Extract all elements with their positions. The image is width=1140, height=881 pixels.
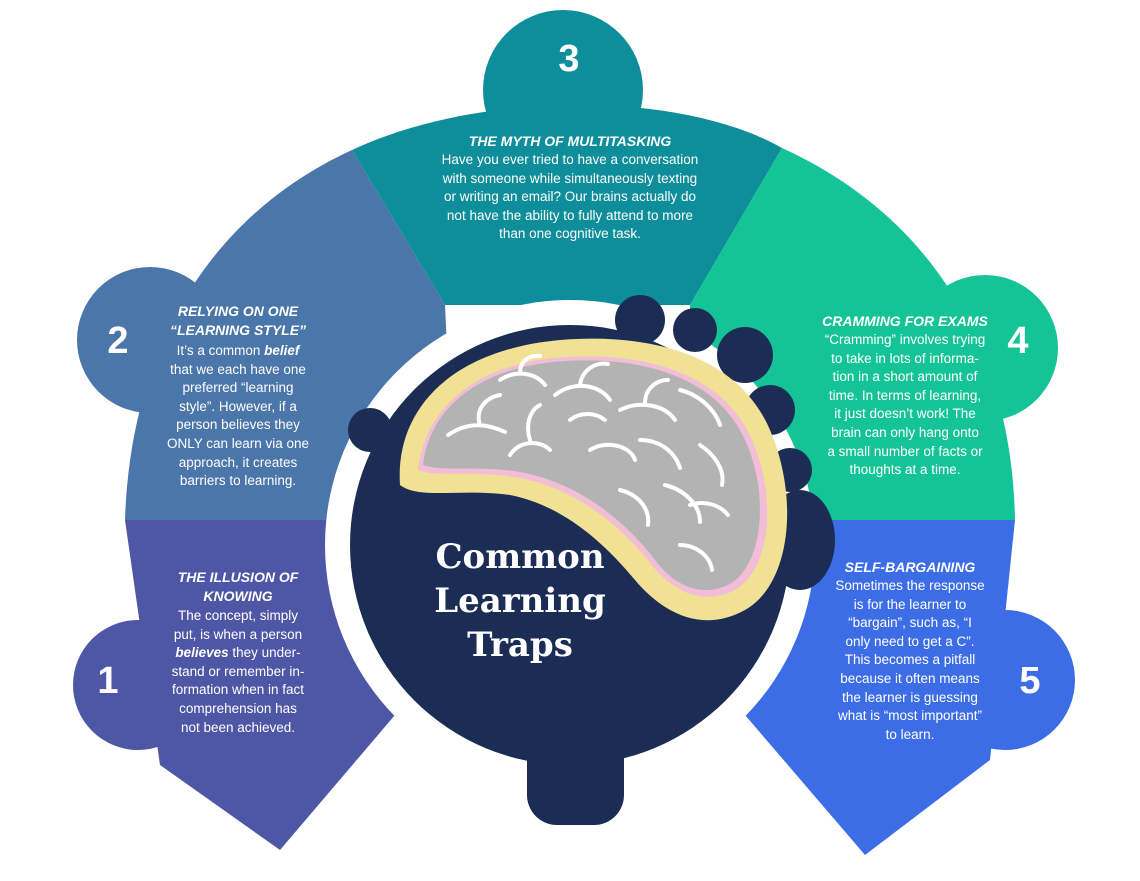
segment-1-title-line: KNOWING (203, 588, 273, 604)
segment-2-title-line: “LEARNING STYLE” (169, 322, 307, 338)
segment-4-number: 4 (1007, 320, 1029, 362)
segment-3-shape (352, 10, 782, 305)
segment-1-title: THE ILLUSION OF KNOWING (148, 568, 328, 606)
title-line: Learning (434, 581, 606, 621)
brain (399, 338, 788, 621)
segment-2-title-line: RELYING ON ONE (177, 303, 299, 319)
segment-3-body: Have you ever tried to have a conversati… (441, 152, 699, 242)
center-title: Common Learning Traps (410, 535, 630, 667)
title-line: Common (435, 537, 605, 577)
segment-4-title-line: CRAMMING FOR EXAMS (822, 313, 988, 329)
title-line: Traps (467, 625, 573, 665)
segment-3-title-line: THE MYTH OF MULTITASKING (468, 133, 672, 149)
segment-2-number: 2 (107, 320, 129, 362)
segment-3-title: THE MYTH OF MULTITASKING (400, 132, 740, 151)
segment-1-title-line: THE ILLUSION OF (177, 569, 299, 585)
segment-3-number: 3 (558, 38, 580, 80)
segment-4-title: CRAMMING FOR EXAMS (805, 312, 1005, 331)
segment-1-number: 1 (97, 660, 119, 702)
segment-5-title: SELF-BARGAINING (810, 558, 1010, 577)
segment-2-title: RELYING ON ONE “LEARNING STYLE” (148, 302, 328, 340)
segment-5-number: 5 (1019, 660, 1041, 702)
segment-5-title-line: SELF-BARGAINING (844, 559, 976, 575)
